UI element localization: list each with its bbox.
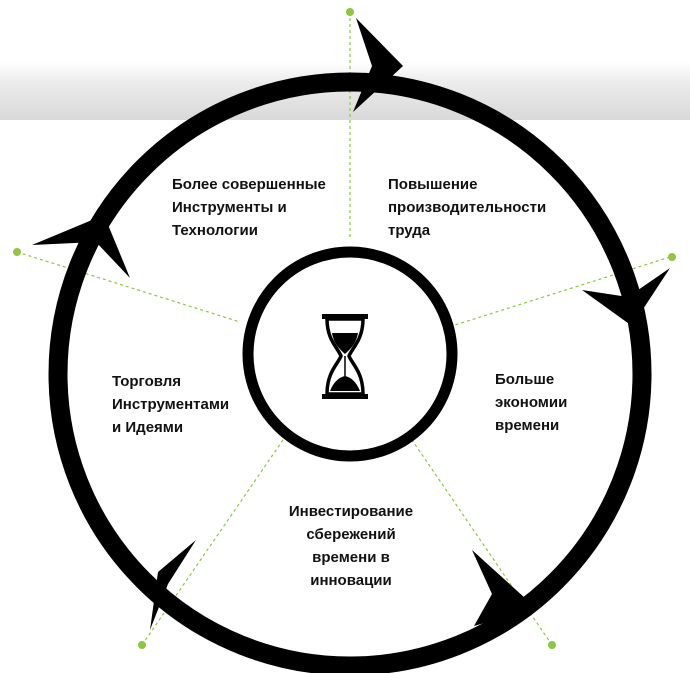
label-trade: Торговля Инструментами и Идеями [112,373,230,436]
dividers [16,12,671,646]
label-savings: Больше экономии времени [495,371,568,434]
marker-left [13,248,21,256]
ring-arrows [32,18,670,630]
arrow-bottom-left-icon [150,540,196,630]
arrow-left-icon [32,215,130,278]
marker-bottom-right [548,641,556,649]
divider-right [454,256,671,326]
hourglass-icon [322,314,368,399]
marker-right [668,253,676,261]
marker-top [346,8,354,16]
divider-bottom-right [411,439,553,646]
outer-ring [48,72,652,673]
label-investing: Инвестирование сбережений времени в инно… [288,503,414,589]
marker-bottom-left [138,641,146,649]
arrow-bottom-right-icon [472,550,536,626]
markers [13,8,676,649]
label-productivity: Повышение производительности труда [388,176,547,239]
arrow-top-icon [353,18,403,112]
divider-bottom-left [141,439,284,646]
divider-left [16,251,241,323]
arrow-right-icon [582,268,670,326]
label-tools: Более совершенные Инструменты и Технолог… [172,176,326,239]
